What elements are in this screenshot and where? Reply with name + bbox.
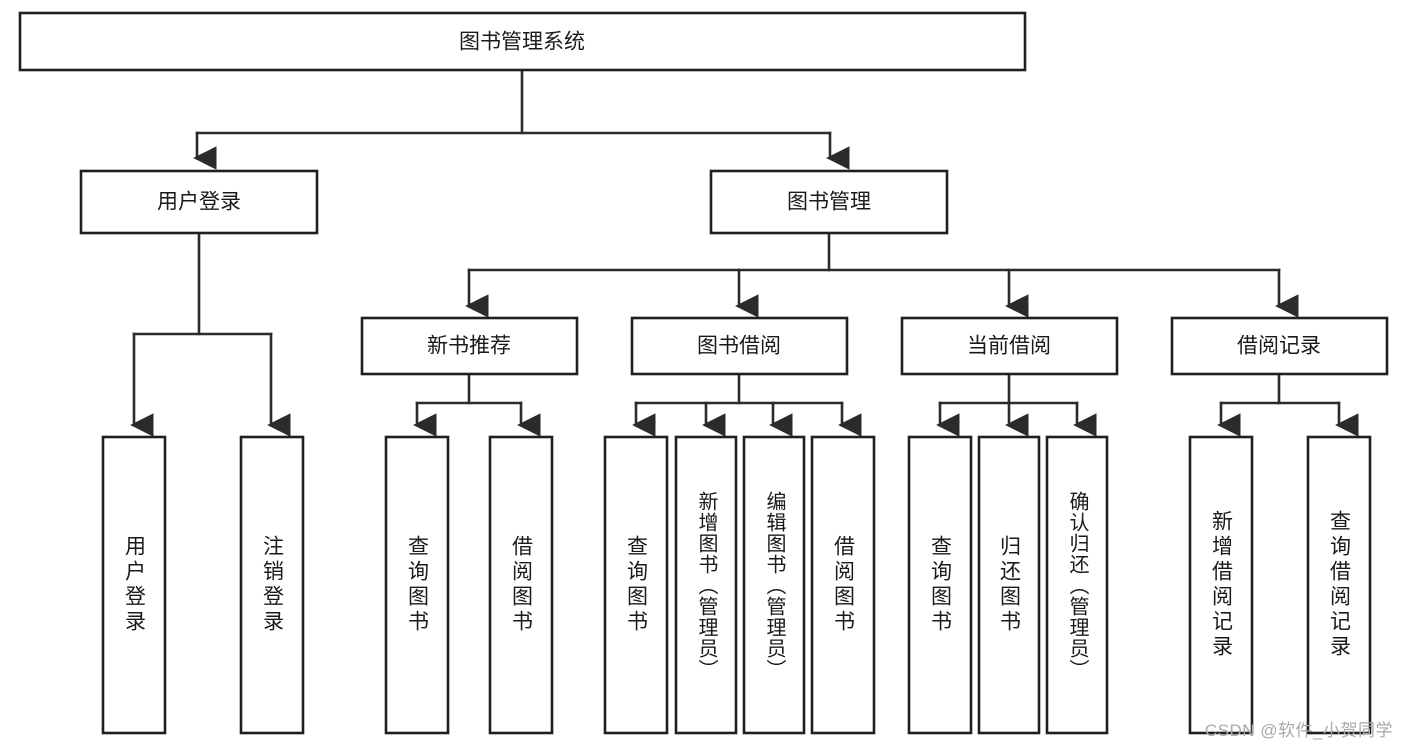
node-new-book-recommend[interactable]: 新书推荐	[360, 316, 579, 376]
leaf-rects-user-login	[101, 435, 305, 735]
leaf-rect-new-book-1[interactable]	[384, 435, 450, 735]
leaf-rects-book-borrow	[603, 435, 876, 735]
node-user-login-label: 用户登录	[157, 191, 241, 214]
node-borrow-record-rect[interactable]	[1170, 316, 1389, 376]
leaf-rect-book-borrow-4[interactable]	[810, 435, 876, 735]
leaf-rect-book-borrow-2[interactable]	[674, 435, 738, 735]
node-current-borrow-rect[interactable]	[900, 316, 1119, 376]
leaf-rect-borrow-record-2[interactable]	[1306, 435, 1372, 735]
connector-group-borrow-record	[1217, 372, 1359, 437]
leaf-rect-current-borrow-1[interactable]	[907, 435, 973, 735]
connector-group-user-login	[130, 231, 291, 437]
node-root-label: 图书管理系统	[459, 31, 585, 54]
leaf-rects-new-book-recommend	[384, 435, 554, 735]
node-book-manage-rect[interactable]	[709, 169, 949, 235]
node-root[interactable]: 图书管理系统	[18, 11, 1027, 72]
node-book-borrow[interactable]: 图书借阅	[630, 316, 849, 376]
leaf-rect-book-borrow-3[interactable]	[742, 435, 806, 735]
leaf-rect-user-login-1[interactable]	[101, 435, 167, 735]
node-root-rect[interactable]	[18, 11, 1027, 72]
connector-group-root	[193, 69, 850, 170]
csdn-watermark: CSDN @软件_小贺同学	[1204, 721, 1393, 740]
leaf-rects-borrow-record	[1188, 435, 1372, 735]
node-book-manage[interactable]: 图书管理	[709, 169, 949, 235]
connector-group-new-book	[413, 372, 541, 437]
node-borrow-record[interactable]: 借阅记录	[1170, 316, 1389, 376]
leaf-rect-user-login-2[interactable]	[239, 435, 305, 735]
node-user-login-rect[interactable]	[79, 169, 319, 235]
connector-group-book-manage	[465, 231, 1299, 318]
node-user-login[interactable]: 用户登录	[79, 169, 319, 235]
leaf-rects-current-borrow	[907, 435, 1109, 735]
node-current-borrow-label: 当前借阅	[967, 335, 1051, 358]
node-borrow-record-label: 借阅记录	[1237, 335, 1321, 358]
node-new-book-recommend-rect[interactable]	[360, 316, 579, 376]
node-book-borrow-rect[interactable]	[630, 316, 849, 376]
leaf-rect-new-book-2[interactable]	[488, 435, 554, 735]
node-book-manage-label: 图书管理	[787, 191, 871, 214]
connector-group-current-borrow	[936, 372, 1097, 437]
leaf-rect-book-borrow-1[interactable]	[603, 435, 669, 735]
leaf-rect-current-borrow-3[interactable]	[1045, 435, 1109, 735]
node-book-borrow-label: 图书借阅	[697, 335, 781, 358]
leaf-rect-borrow-record-1[interactable]	[1188, 435, 1254, 735]
node-current-borrow[interactable]: 当前借阅	[900, 316, 1119, 376]
node-new-book-recommend-label: 新书推荐	[427, 335, 511, 358]
connector-group-book-borrow	[632, 372, 862, 437]
leaf-rect-current-borrow-2[interactable]	[977, 435, 1041, 735]
